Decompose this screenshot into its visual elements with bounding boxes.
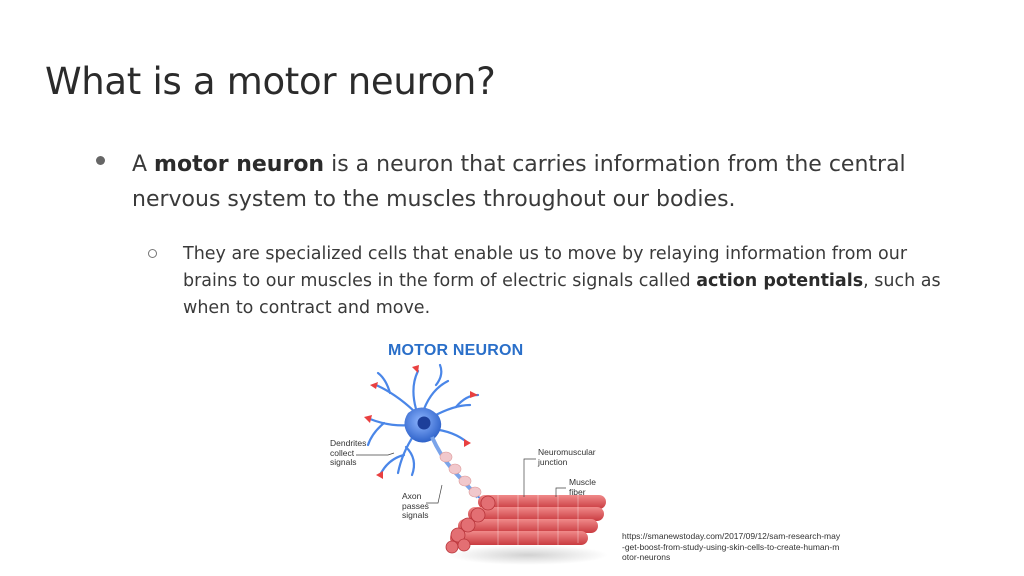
- bullet-rest: is a neuron that carries information fro…: [132, 152, 906, 212]
- label-fiber-line1: Muscle: [569, 477, 596, 487]
- label-axon-line2: passes: [402, 500, 429, 511]
- sub-bullet-circle: [148, 249, 157, 258]
- bullet-main-text: A motor neuron is a neuron that carries …: [132, 147, 913, 217]
- bullet-bold-term: motor neuron: [154, 152, 325, 177]
- label-fiber-line2: fiber: [569, 486, 586, 497]
- sub-bullet-part1: They are specialized cells that enable u…: [183, 244, 908, 291]
- bullet-dot: [96, 156, 105, 165]
- label-neuromuscular-junction: Neuromuscular junction: [538, 447, 596, 467]
- image-source-credit: https://smanewstoday.com/2017/09/12/sam-…: [622, 531, 841, 562]
- motor-neuron-figure: MOTOR NEURON: [328, 335, 610, 571]
- label-axon: Axon passes signals: [402, 491, 429, 521]
- label-axon-line1: Axon: [402, 491, 422, 501]
- bullet-sub-text: They are specialized cells that enable u…: [183, 241, 948, 322]
- label-dendrites: Dendrites collect signals: [330, 438, 367, 468]
- sub-bullet-part2: , such as when to contract and move.: [183, 271, 941, 318]
- bullet-main: A motor neuron is a neuron that carries …: [83, 147, 913, 217]
- label-axon-line3: signals: [402, 510, 429, 520]
- label-dendrites-line2: collect: [330, 447, 355, 458]
- label-dendrites-line1: Dendrites: [330, 438, 367, 448]
- bullet-sub: They are specialized cells that enable u…: [138, 241, 948, 322]
- sub-bullet-bold-term: action potentials: [696, 271, 864, 291]
- slide-title: What is a motor neuron?: [45, 60, 496, 103]
- label-muscle-fiber: Muscle fiber: [569, 477, 596, 497]
- bullet-prefix: A: [132, 152, 155, 177]
- label-junction-line2: junction: [538, 456, 568, 467]
- figure-title: MOTOR NEURON: [388, 342, 524, 359]
- motor-neuron-illustration: [356, 363, 608, 565]
- label-junction-line1: Neuromuscular: [538, 447, 596, 457]
- label-dendrites-line3: signals: [330, 457, 357, 467]
